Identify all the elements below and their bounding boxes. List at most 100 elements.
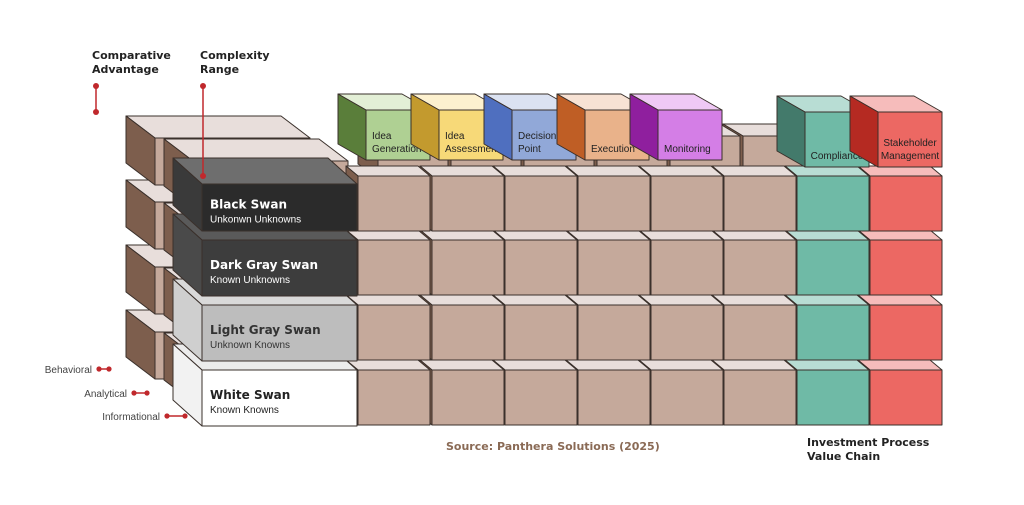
grid-cube xyxy=(638,165,724,232)
marker-dot xyxy=(131,390,137,396)
grid-cube xyxy=(492,229,578,296)
cube-top-face xyxy=(565,359,651,371)
marker-dot xyxy=(96,366,102,372)
comparative-advantage-label-2: Advantage xyxy=(92,63,159,76)
swan-title: White Swan xyxy=(210,388,290,402)
cube-grid xyxy=(345,165,943,426)
stakeholder-cube xyxy=(857,229,943,296)
grid-cube xyxy=(565,294,651,361)
cube-front-face xyxy=(869,369,943,426)
cube-front-face xyxy=(577,239,651,296)
cube-front-face xyxy=(650,369,724,426)
cube-front-face xyxy=(723,369,797,426)
behavioral-label: Behavioral xyxy=(45,365,92,376)
marker-dot xyxy=(164,413,170,419)
cube-front-face xyxy=(869,239,943,296)
grid-cube xyxy=(565,229,651,296)
cube-top-face xyxy=(711,294,797,306)
grid-cube xyxy=(711,165,797,232)
cube-top-face xyxy=(565,165,651,177)
compliance-cube xyxy=(784,165,870,232)
informational-label: Informational xyxy=(102,412,160,423)
stage-label: Point xyxy=(518,144,541,155)
grid-cube xyxy=(419,229,505,296)
cube-front-face xyxy=(431,369,505,426)
stage-label: Stakeholder xyxy=(883,138,937,149)
compliance-cube xyxy=(784,229,870,296)
stage-label: Assessment xyxy=(445,144,500,155)
cube-top-face xyxy=(419,359,505,371)
swan-subtitle: Unknown Knowns xyxy=(210,340,290,351)
cube-front-face xyxy=(357,239,431,296)
cube-front-face xyxy=(723,239,797,296)
marker-dot xyxy=(93,83,99,89)
cube-front-face xyxy=(796,369,870,426)
cube-top-face xyxy=(492,165,578,177)
cube-front-face xyxy=(504,369,578,426)
grid-cube xyxy=(711,294,797,361)
cube-front-face xyxy=(201,369,358,427)
grid-cube xyxy=(638,229,724,296)
complexity-range-label-1: Complexity xyxy=(200,49,270,62)
cube-top-face xyxy=(419,294,505,306)
cube-front-face xyxy=(201,304,358,362)
stage-label: Idea xyxy=(445,131,465,142)
stakeholder-cube xyxy=(857,165,943,232)
stage-cubes: IdeaGenerationIdeaAssessmentDecisionPoin… xyxy=(337,93,943,168)
cube-front-face xyxy=(650,239,724,296)
grid-cube xyxy=(419,165,505,232)
cube-front-face xyxy=(650,175,724,232)
cube-front-face xyxy=(869,175,943,232)
marker-dot xyxy=(182,413,188,419)
cube-front-face xyxy=(504,239,578,296)
comparative-advantage-label-1: Comparative xyxy=(92,49,171,62)
cube-front-face xyxy=(796,239,870,296)
cube-front-face xyxy=(357,369,431,426)
cube-front-face xyxy=(431,239,505,296)
grid-cube xyxy=(492,294,578,361)
grid-cube xyxy=(711,229,797,296)
cube-front-face xyxy=(431,175,505,232)
cube-top-face xyxy=(711,165,797,177)
grid-cube xyxy=(345,359,431,426)
cube-front-face xyxy=(357,304,431,361)
grid-cube xyxy=(638,359,724,426)
cube-top-face xyxy=(857,359,943,371)
stage-label: Idea xyxy=(372,131,392,142)
grid-cube xyxy=(419,359,505,426)
analytical-label: Analytical xyxy=(84,389,127,400)
cube-front-face xyxy=(650,304,724,361)
investment-process-label-1: Investment Process xyxy=(807,436,930,449)
grid-cube xyxy=(419,294,505,361)
stage-cube-monitoring: Monitoring xyxy=(629,93,723,161)
grid-cube xyxy=(492,359,578,426)
cube-front-face xyxy=(577,304,651,361)
complexity-range-label-2: Range xyxy=(200,63,239,76)
cube-front-face xyxy=(869,304,943,361)
cube-top-face xyxy=(638,165,724,177)
stage-label: Monitoring xyxy=(664,144,711,155)
stakeholder-cube xyxy=(857,359,943,426)
cube-front-face xyxy=(796,175,870,232)
grid-cube xyxy=(711,359,797,426)
grid-cube xyxy=(345,229,431,296)
cube-top-face xyxy=(784,294,870,306)
cube-top-face xyxy=(857,294,943,306)
stakeholder-cube xyxy=(857,294,943,361)
cube-front-face xyxy=(431,304,505,361)
marker-dot xyxy=(144,390,150,396)
cube-front-face xyxy=(877,111,943,168)
cube-front-face xyxy=(577,369,651,426)
cube-top-face xyxy=(345,294,431,306)
grid-cube xyxy=(565,359,651,426)
cube-top-face xyxy=(345,359,431,371)
source-caption: Source: Panthera Solutions (2025) xyxy=(446,440,660,453)
marker-dot xyxy=(200,173,206,179)
cube-top-face xyxy=(711,359,797,371)
cube-top-face xyxy=(125,115,311,139)
cube-front-face xyxy=(504,304,578,361)
stage-label: Compliance xyxy=(811,151,864,162)
